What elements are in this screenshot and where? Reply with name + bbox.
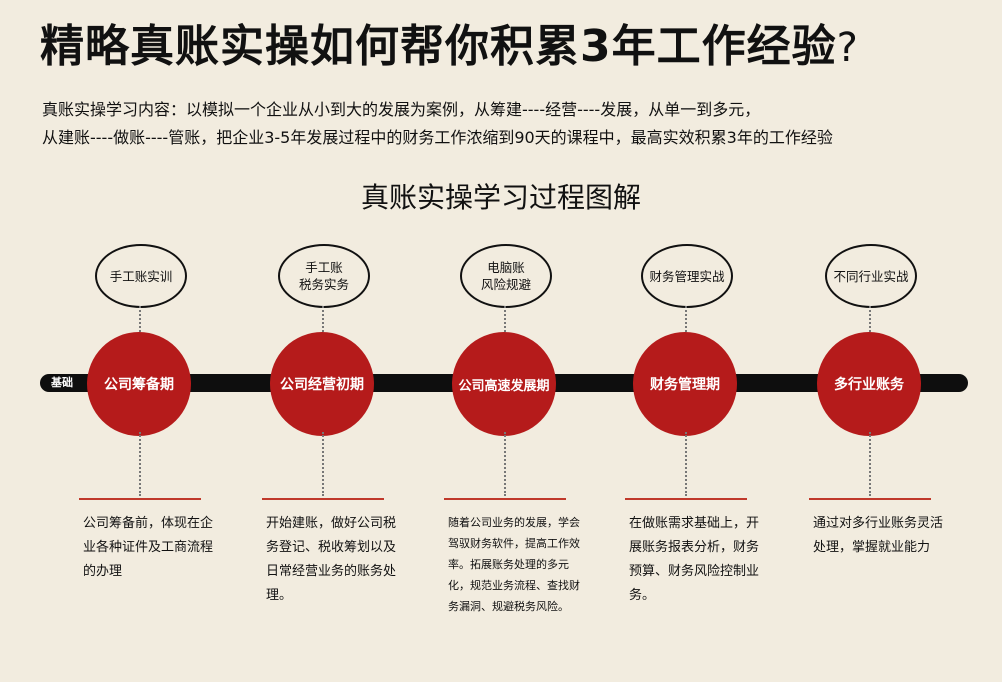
- stage-5: 不同行业实战 多行业账务 通过对多行业账务灵活处理，掌握就业能力: [780, 0, 960, 682]
- stage-2: 手工账 税务实务 公司经营初期 开始建账，做好公司税务登记、税收筹划以及日常经营…: [233, 0, 413, 682]
- stage-divider-line: [444, 498, 566, 500]
- stage-divider-line: [625, 498, 747, 500]
- stage-description: 开始建账，做好公司税务登记、税收筹划以及日常经营业务的账务处理。: [266, 516, 397, 603]
- intro-text: 真账实操学习内容：以模拟一个企业从小到大的发展为案例，从筹建----经营----…: [42, 96, 972, 152]
- connector-dots: [869, 306, 871, 332]
- stage-1: 手工账实训 公司筹备期 公司筹备前，体现在企业各种证件及工商流程的办理: [50, 0, 230, 682]
- stage-skill-bubble: 手工账 税务实务: [278, 244, 370, 308]
- stage-description: 通过对多行业账务灵活处理，掌握就业能力: [813, 516, 944, 555]
- title-text: 精略真账实操如何帮你积累3年工作经验: [40, 21, 837, 72]
- stage-phase-circle: 多行业账务: [817, 332, 921, 436]
- stage-skill-bubble: 手工账实训: [95, 244, 187, 308]
- connector-dots: [322, 432, 324, 496]
- stage-description: 随着公司业务的发展，学会驾驭财务软件，提高工作效率。拓展账务处理的多元化，规范业…: [448, 516, 580, 613]
- timeline-base-label: 基础: [51, 376, 73, 389]
- stage-4: 财务管理实战 财务管理期 在做账需求基础上，开展账务报表分析，财务预算、财务风险…: [596, 0, 776, 682]
- connector-dots: [685, 432, 687, 496]
- stage-divider-line: [79, 498, 201, 500]
- stage-skill-bubble: 不同行业实战: [825, 244, 917, 308]
- stage-3: 电脑账 风险规避 公司高速发展期 随着公司业务的发展，学会驾驭财务软件，提高工作…: [415, 0, 595, 682]
- section-title: 真账实操学习过程图解: [360, 181, 641, 214]
- connector-dots: [504, 432, 506, 496]
- stage-divider-line: [262, 498, 384, 500]
- connector-dots: [869, 432, 871, 496]
- connector-dots: [685, 306, 687, 332]
- connector-dots: [139, 306, 141, 332]
- intro-line-2: 从建账----做账----管账，把企业3-5年发展过程中的财务工作浓缩到90天的…: [42, 128, 833, 147]
- connector-dots: [504, 306, 506, 332]
- connector-dots: [139, 432, 141, 496]
- stage-phase-circle: 财务管理期: [633, 332, 737, 436]
- stage-phase-circle: 公司高速发展期: [452, 332, 556, 436]
- stage-phase-circle: 公司筹备期: [87, 332, 191, 436]
- stage-phase-circle: 公司经营初期: [270, 332, 374, 436]
- title-question-mark: ?: [836, 25, 859, 71]
- page-title: 精略真账实操如何帮你积累3年工作经验?: [40, 10, 859, 85]
- stage-description: 公司筹备前，体现在企业各种证件及工商流程的办理: [83, 516, 214, 579]
- stage-divider-line: [809, 498, 931, 500]
- intro-line-1: 真账实操学习内容：以模拟一个企业从小到大的发展为案例，从筹建----经营----…: [42, 100, 761, 119]
- stage-skill-bubble: 电脑账 风险规避: [460, 244, 552, 308]
- stage-description: 在做账需求基础上，开展账务报表分析，财务预算、财务风险控制业务。: [629, 516, 760, 603]
- stage-skill-bubble: 财务管理实战: [641, 244, 733, 308]
- connector-dots: [322, 306, 324, 332]
